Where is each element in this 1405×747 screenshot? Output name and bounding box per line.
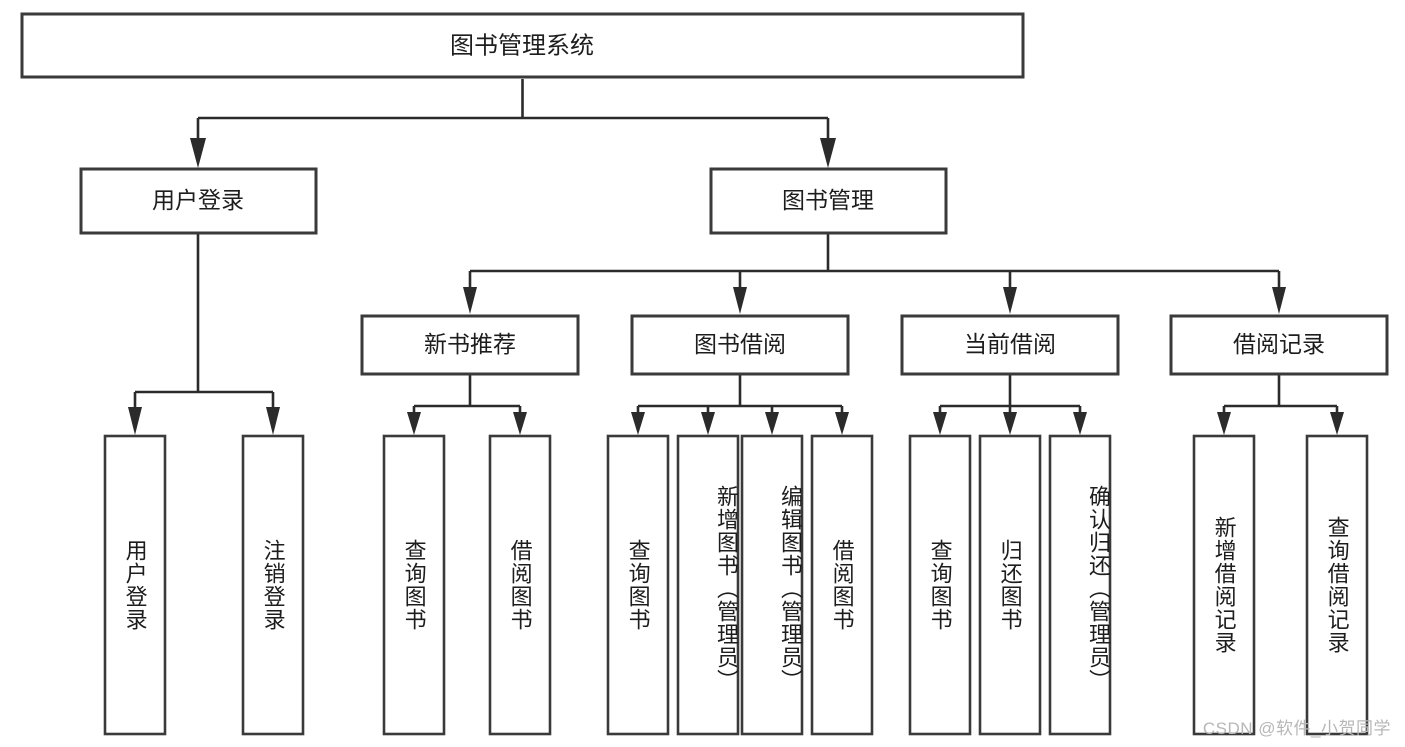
arrow-to-user-login [190, 138, 206, 168]
leaf-user-login-box[interactable] [103, 434, 167, 736]
arrow-leaf-logout [266, 407, 280, 435]
arrow-leaf-borrow-book-2 [835, 412, 849, 435]
leaf-query-book-2-box[interactable] [606, 434, 670, 736]
leaf-add-record-box[interactable] [1192, 434, 1256, 736]
leaf-boxes [103, 434, 1369, 736]
arrow-leaf-user-login [128, 407, 142, 435]
arrow-leaf-borrow-book-1 [513, 412, 527, 435]
connectors-root-to-level2 [190, 79, 836, 168]
arrow-leaf-edit-book [765, 412, 779, 435]
connectors-current-borrow-to-leaves [933, 374, 1087, 435]
connectors-book-manage-to-level3 [463, 233, 1286, 314]
arrow-leaf-query-book-1 [407, 412, 421, 435]
leaf-borrow-book-2-box[interactable] [810, 434, 874, 736]
arrow-leaf-add-record [1217, 412, 1231, 435]
arrow-to-new-book-rec [463, 287, 477, 314]
leaf-confirm-return-box[interactable] [1048, 434, 1112, 736]
arrow-to-book-manage [820, 138, 836, 168]
node-root-box[interactable] [20, 12, 1025, 79]
arrow-to-book-borrow [733, 287, 747, 314]
node-root[interactable]: 图书管理系统 [20, 12, 1025, 79]
leaf-query-book-1-box[interactable] [382, 434, 446, 736]
node-new-book-rec-label: 新书推荐 [424, 331, 516, 357]
node-user-login[interactable]: 用户登录 [79, 167, 318, 235]
arrow-leaf-add-book [701, 412, 715, 435]
arrow-leaf-return-book [1003, 412, 1017, 435]
leaf-borrow-book-1-box[interactable] [488, 434, 552, 736]
connectors-book-borrow-to-leaves [631, 374, 849, 435]
node-book-borrow-label: 图书借阅 [694, 331, 786, 357]
arrow-leaf-query-book-2 [631, 412, 645, 435]
leaf-edit-book-box[interactable] [740, 434, 804, 736]
arrow-leaf-confirm-return [1073, 412, 1087, 435]
arrow-to-borrow-record [1272, 287, 1286, 314]
connectors-new-book-rec-to-leaves [407, 374, 527, 435]
node-book-borrow-box[interactable] [630, 314, 850, 376]
node-new-book-rec-box[interactable] [360, 314, 580, 376]
csdn-watermark: CSDN @软件_小贺同学 [1202, 719, 1391, 738]
node-user-login-label: 用户登录 [152, 187, 244, 213]
node-borrow-record-box[interactable] [1169, 314, 1389, 376]
connectors-borrow-record-to-leaves [1217, 374, 1344, 435]
node-book-manage-label: 图书管理 [782, 187, 874, 213]
node-book-borrow[interactable]: 图书借阅 [630, 314, 850, 376]
arrow-leaf-query-book-3 [933, 412, 947, 435]
node-current-borrow[interactable]: 当前借阅 [900, 314, 1120, 376]
leaf-return-book-box[interactable] [978, 434, 1042, 736]
node-book-manage[interactable]: 图书管理 [709, 167, 948, 235]
leaf-query-book-3-box[interactable] [908, 434, 972, 736]
node-borrow-record[interactable]: 借阅记录 [1169, 314, 1389, 376]
node-book-manage-box[interactable] [709, 167, 948, 235]
node-borrow-record-label: 借阅记录 [1233, 331, 1325, 357]
node-root-label: 图书管理系统 [450, 32, 594, 59]
leaf-logout-box[interactable] [241, 434, 305, 736]
leaf-add-book-box[interactable] [676, 434, 740, 736]
node-new-book-rec[interactable]: 新书推荐 [360, 314, 580, 376]
node-current-borrow-label: 当前借阅 [964, 331, 1056, 357]
node-user-login-box[interactable] [79, 167, 318, 235]
arrow-to-current-borrow [1003, 287, 1017, 314]
connectors-user-login-to-leaves [128, 233, 280, 435]
node-current-borrow-box[interactable] [900, 314, 1120, 376]
leaf-query-record-box[interactable] [1305, 434, 1369, 736]
arrow-leaf-query-record [1330, 412, 1344, 435]
